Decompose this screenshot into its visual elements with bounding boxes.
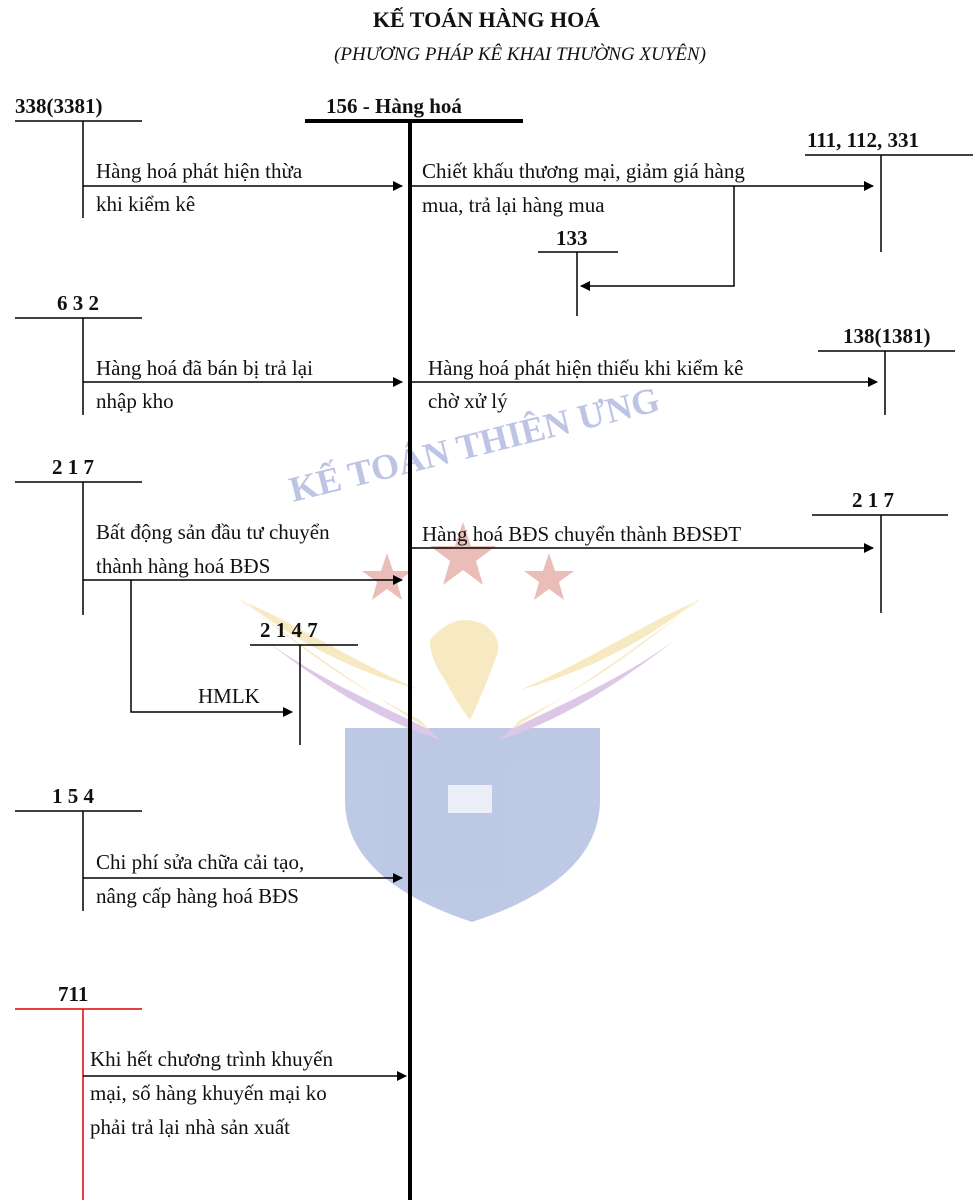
watermark-right-wing — [510, 590, 710, 730]
desc-217-left-line1: Bất động sản đầu tư chuyển — [96, 520, 330, 544]
diagram-title: KẾ TOÁN HÀNG HOÁ — [372, 7, 601, 32]
t-account-338 — [15, 120, 142, 218]
desc-111-line1: Chiết khấu thương mại, giảm giá hàng — [422, 159, 745, 183]
account-138-label: 138(1381) — [843, 324, 931, 348]
desc-338-line1: Hàng hoá phát hiện thừa — [96, 159, 303, 183]
watermark-star-right — [524, 553, 574, 600]
account-111-label: 111, 112, 331 — [807, 128, 920, 152]
main-account-label: 156 - Hàng hoá — [326, 94, 462, 118]
watermark-star-center — [430, 522, 496, 585]
watermark-monitor — [448, 785, 492, 813]
desc-711-line2: mại, số hàng khuyến mại ko — [90, 1081, 327, 1105]
account-2147-label: 2 1 4 7 — [260, 618, 318, 642]
diagram-subtitle: (PHƯƠNG PHÁP KÊ KHAI THƯỜNG XUYÊN) — [334, 44, 706, 65]
t-account-138 — [818, 350, 955, 415]
watermark-left-wing — [230, 590, 430, 730]
t-account-2147 — [250, 644, 358, 745]
desc-111-line2: mua, trả lại hàng mua — [422, 193, 605, 217]
t-account-133 — [538, 251, 618, 316]
account-217-left-label: 2 1 7 — [52, 455, 94, 479]
account-711-label: 711 — [58, 982, 89, 1006]
t-account-154 — [15, 810, 142, 911]
desc-632-line1: Hàng hoá đã bán bị trả lại — [96, 356, 313, 380]
desc-217-left-line2: thành hàng hoá BĐS — [96, 554, 271, 578]
account-154-label: 1 5 4 — [52, 784, 94, 808]
desc-154-line1: Chi phí sửa chữa cải tạo, — [96, 850, 305, 874]
t-account-711 — [15, 1008, 142, 1200]
t-account-632 — [15, 317, 142, 415]
t-account-217-right — [812, 514, 948, 613]
desc-711-line1: Khi hết chương trình khuyến — [90, 1047, 333, 1071]
watermark-eagle-head — [430, 620, 499, 720]
arrow-217-to-2147 — [130, 580, 293, 717]
t-account-111 — [805, 154, 973, 252]
desc-154-line2: nâng cấp hàng hoá BĐS — [96, 884, 299, 908]
account-217-right-label: 2 1 7 — [852, 488, 894, 512]
arrow-to-133 — [580, 186, 735, 291]
t-account-217-left — [15, 481, 142, 615]
watermark-right-wing-inner — [500, 640, 675, 740]
desc-338-line2: khi kiểm kê — [96, 192, 196, 216]
desc-138-line1: Hàng hoá phát hiện thiếu khi kiểm kê — [428, 356, 744, 380]
hmlk-label: HMLK — [198, 684, 260, 708]
desc-711-line3: phải trả lại nhà sản xuất — [90, 1115, 291, 1139]
account-133-label: 133 — [556, 226, 588, 250]
desc-632-line2: nhập kho — [96, 389, 174, 413]
desc-217-right-line1: Hàng hoá BĐS chuyển thành BĐSĐT — [422, 522, 742, 546]
account-338-label: 338(3381) — [15, 94, 103, 118]
watermark-left-wing-inner — [265, 640, 440, 740]
watermark-star-left — [362, 553, 412, 600]
account-632-label: 6 3 2 — [57, 291, 99, 315]
desc-138-line2: chờ xử lý — [428, 389, 508, 413]
